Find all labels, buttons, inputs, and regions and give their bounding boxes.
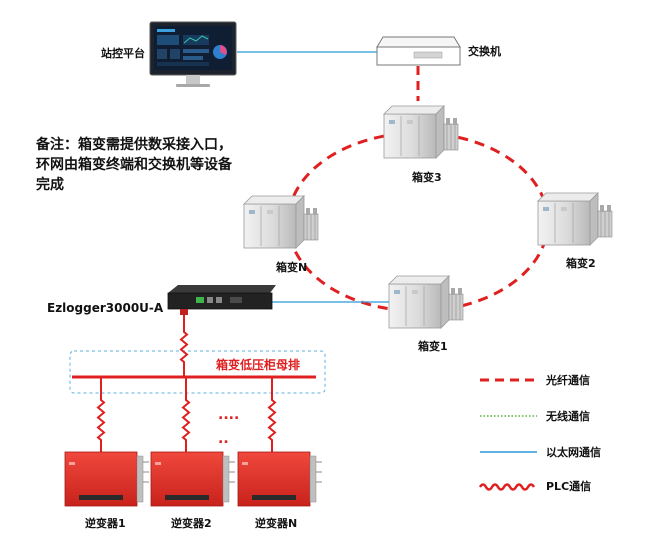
- ellipsis-bottom: ..: [218, 431, 229, 447]
- box-transformer-n: [243, 195, 319, 249]
- switch-label: 交换机: [468, 45, 501, 58]
- box-transformer-2: [537, 192, 613, 246]
- platform-label: 站控平台: [101, 47, 145, 60]
- box1-label: 箱变1: [418, 340, 448, 353]
- plc-link: [181, 377, 191, 452]
- inverter2-label: 逆变器2: [171, 517, 212, 530]
- legend-fiber-label: 光纤通信: [546, 374, 590, 387]
- logger-label: Ezlogger3000U-A: [47, 301, 164, 315]
- ellipsis-top: ....: [218, 407, 240, 423]
- inverter1-label: 逆变器1: [85, 517, 126, 530]
- plc-link: [267, 377, 277, 452]
- note-text: 备注：箱变需提供数采接入口，环网由箱变终端和交换机等设备完成: [36, 137, 232, 193]
- legend-plc-label: PLC通信: [546, 480, 592, 493]
- switch-icon: [376, 36, 461, 66]
- plc-link: [179, 315, 189, 377]
- busbar-label: 箱变低压柜母排: [216, 358, 301, 372]
- data-logger-icon: [167, 285, 276, 315]
- monitor-icon: [149, 21, 237, 87]
- busbar-area: [69, 350, 326, 394]
- box2-label: 箱变2: [566, 257, 596, 270]
- inverter-n: [237, 451, 323, 507]
- box-transformer-3: [383, 105, 459, 159]
- legend-wireless-label: 无线通信: [546, 410, 590, 423]
- plc-link: [96, 377, 106, 452]
- box3-label: 箱变3: [412, 171, 442, 184]
- legend-ethernet-label: 以太网通信: [546, 446, 601, 459]
- invertern-label: 逆变器N: [255, 517, 298, 530]
- inverter-2: [150, 451, 236, 507]
- box-transformer-1: [388, 275, 464, 329]
- inverter-1: [64, 451, 150, 507]
- legend-plc-symbol: [478, 483, 536, 491]
- boxn-label: 箱变N: [276, 261, 308, 274]
